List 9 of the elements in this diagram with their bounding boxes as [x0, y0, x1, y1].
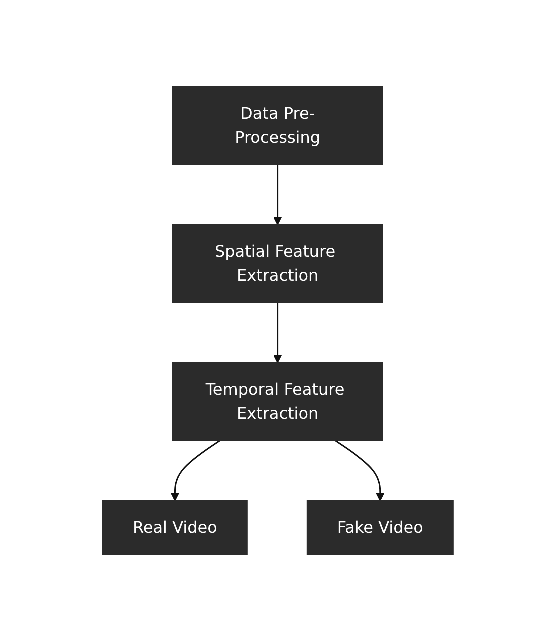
node-box: Spatial Feature Extraction	[172, 224, 384, 303]
arrow	[171, 440, 221, 501]
arrow	[274, 164, 282, 225]
node-box: Temporal Feature Extraction	[172, 362, 384, 441]
node-box: Fake Video	[307, 500, 454, 555]
node-box: Data Pre-Processing	[172, 86, 384, 165]
arrow	[336, 440, 386, 501]
node-box: Real Video	[102, 500, 248, 555]
arrow	[274, 302, 282, 363]
